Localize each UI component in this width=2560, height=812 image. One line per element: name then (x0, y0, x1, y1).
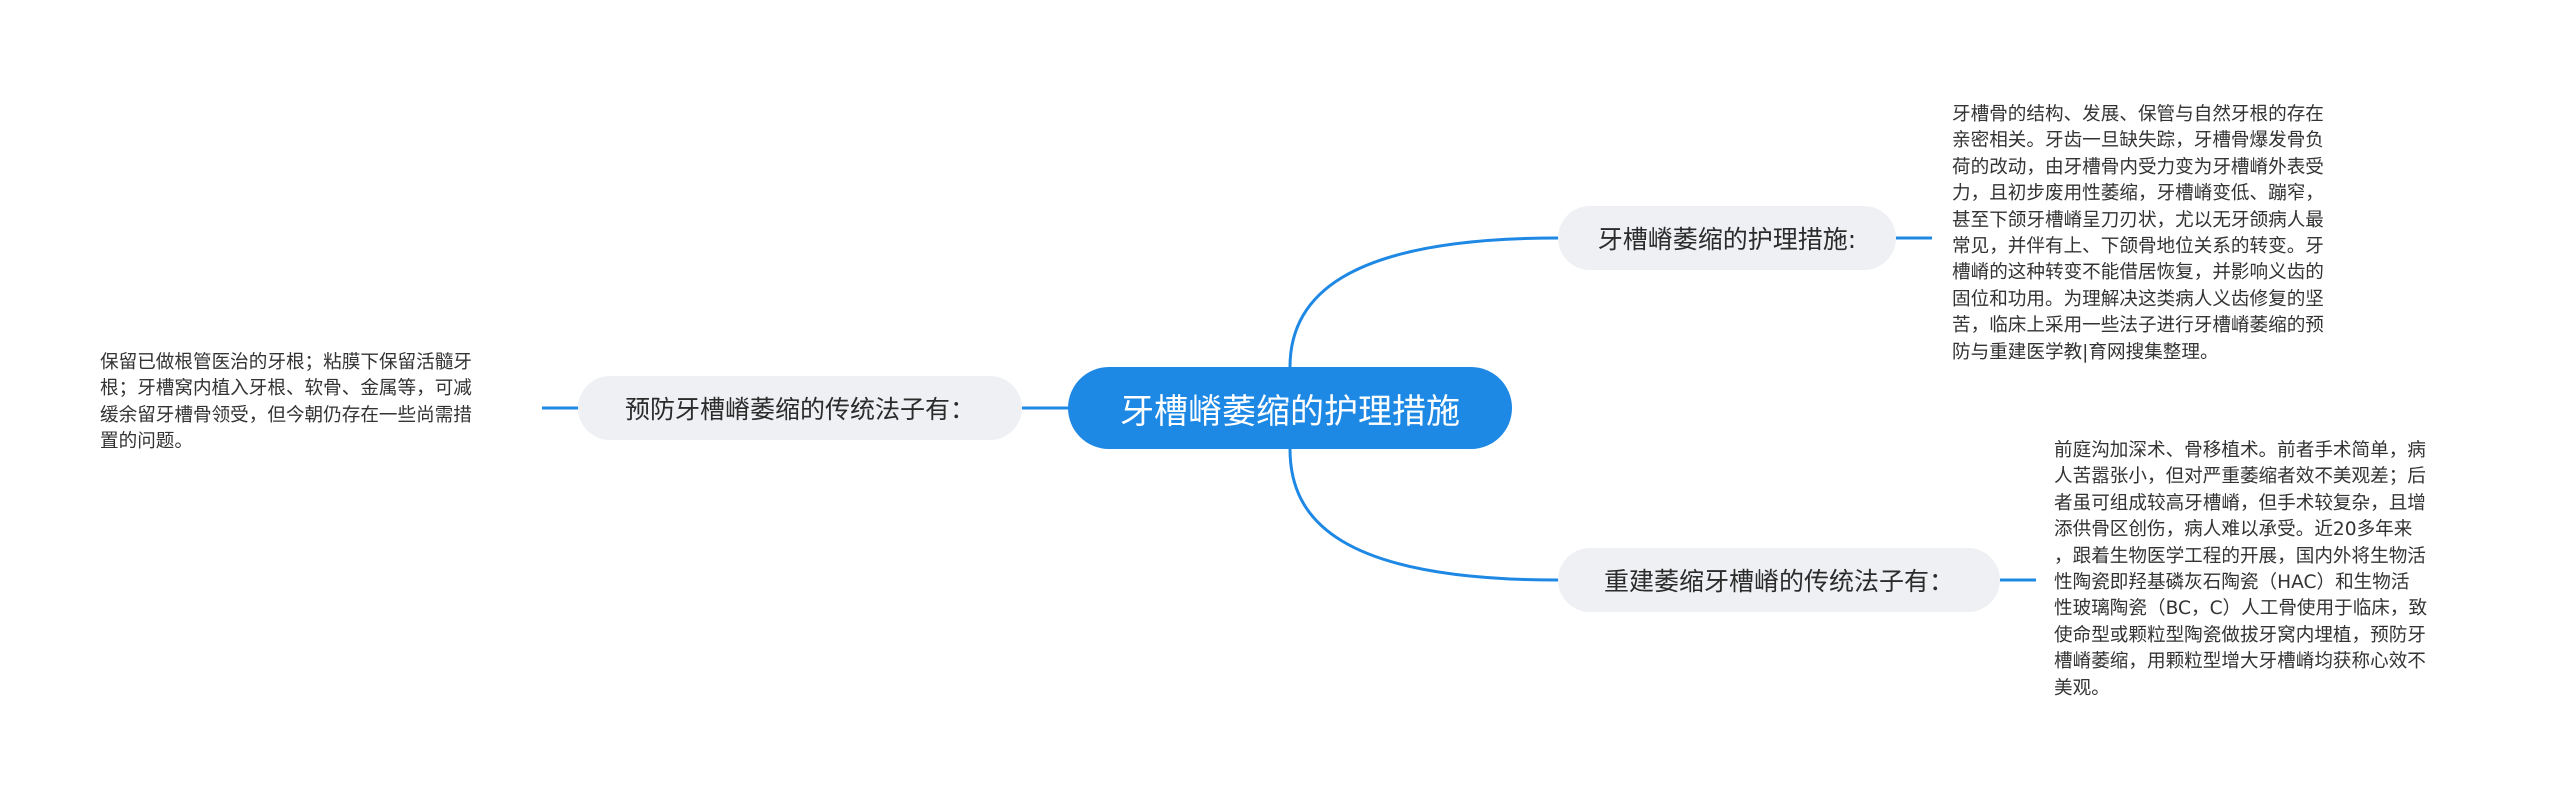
detail-care-measures[interactable]: 牙槽骨的结构、发展、保管与自然牙根的存在 亲密相关。牙齿一旦缺失踪，牙槽骨爆发骨… (1952, 104, 2324, 363)
branch-care-measures[interactable]: 牙槽嵴萎缩的护理措施: (1558, 206, 1896, 270)
branch-prevention-methods[interactable]: 预防牙槽嵴萎缩的传统法子有： (578, 376, 1022, 440)
edge-root-to-care-measures (1288, 236, 1559, 368)
root-topic[interactable]: 牙槽嵴萎缩的护理措施 (1068, 367, 1512, 449)
detail-prevention-methods[interactable]: 保留已做根管医治的牙根；粘膜下保留活髓牙 根；牙槽窝内植入牙根、软骨、金属等，可… (100, 352, 472, 453)
edge-root-to-rebuild-methods (1288, 448, 1559, 582)
branch-rebuild-methods[interactable]: 重建萎缩牙槽嵴的传统法子有： (1558, 548, 2000, 612)
detail-rebuild-methods[interactable]: 前庭沟加深术、骨移植术。前者手术简单，病 人苦嚣张小，但对严重萎缩者效不美观差；… (2054, 440, 2428, 699)
